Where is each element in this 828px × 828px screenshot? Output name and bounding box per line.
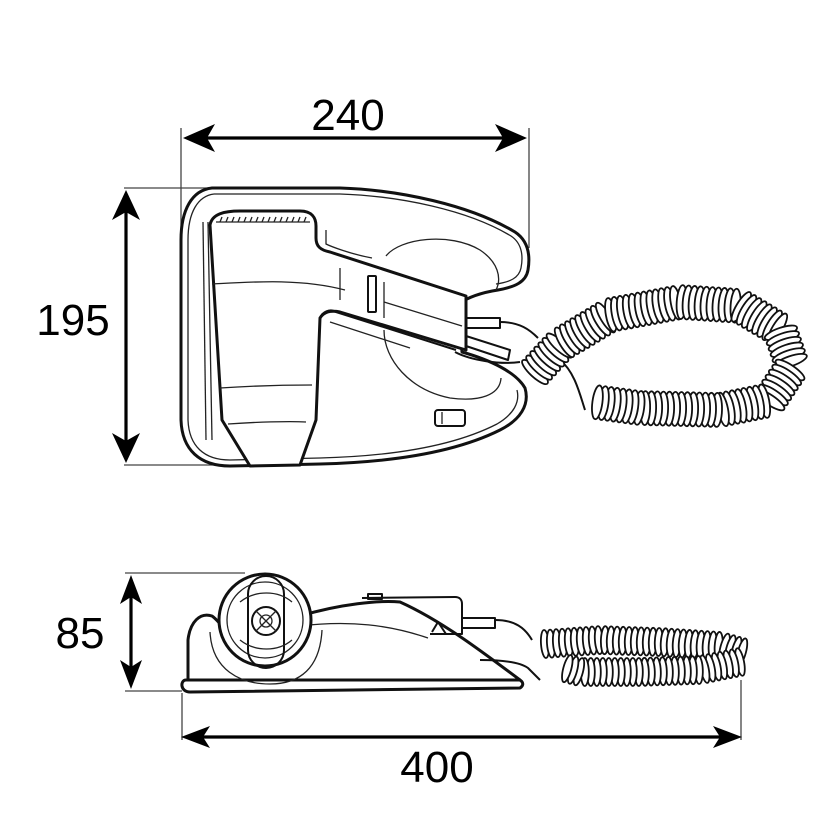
- dimension-length-400: 400: [181, 680, 742, 792]
- coil-upper: [521, 284, 808, 386]
- arrowhead-left-icon: [183, 124, 215, 152]
- arrowhead-right-icon: [713, 726, 742, 748]
- front-view-coil-cord: [465, 284, 808, 428]
- power-switch-icon: [434, 409, 466, 427]
- dimension-height-195: 195: [36, 187, 215, 466]
- dimension-label-195: 195: [36, 296, 109, 345]
- coil-upper: [539, 625, 749, 667]
- dryer-barrel: [208, 209, 468, 468]
- vent-grille-icon: [216, 216, 310, 223]
- dimension-label-240: 240: [311, 91, 384, 140]
- dimension-width-240: 240: [180, 91, 530, 248]
- cord-connector-box: [361, 596, 463, 635]
- crosshair-grille-icon: [251, 606, 281, 636]
- dryer-nozzle-front-face: [209, 572, 323, 685]
- arrowhead-down-icon: [112, 433, 140, 463]
- dimension-label-85: 85: [56, 609, 105, 658]
- dimension-label-400: 400: [400, 743, 473, 792]
- arrowhead-down-icon: [120, 660, 142, 689]
- arrowhead-up-icon: [120, 575, 142, 604]
- top-view-coil-cord: [539, 625, 749, 687]
- dimension-height-85: 85: [56, 572, 245, 692]
- slider-switch-icon: [367, 275, 377, 313]
- front-view-dryer: [179, 186, 531, 468]
- arrowhead-right-icon: [495, 124, 527, 152]
- top-view-dryer: [180, 572, 541, 694]
- holder-inner-outline: [214, 193, 523, 285]
- coil-lower: [591, 358, 806, 428]
- coil-lower: [561, 647, 746, 687]
- arrowhead-left-icon: [181, 726, 210, 748]
- arrowhead-up-icon: [112, 190, 140, 220]
- mount-recess: [385, 238, 500, 291]
